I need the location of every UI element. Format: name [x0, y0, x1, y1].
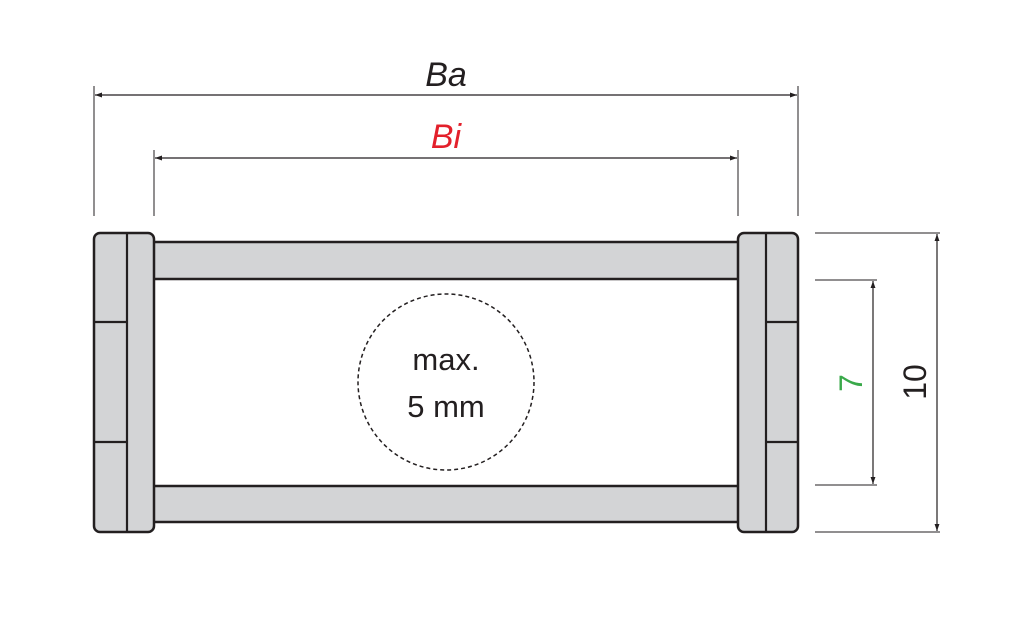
inner-width-label: Bi — [431, 118, 463, 156]
inner-height-dimension: 7 — [815, 279, 877, 486]
max-cable-diameter-indicator: max. 5 mm — [357, 293, 535, 471]
left-side-link — [92, 231, 156, 534]
bottom-crossbar — [148, 484, 744, 524]
outer-width-dimension: Ba — [93, 56, 799, 216]
right-side-link — [736, 231, 800, 534]
outer-width-label: Ba — [425, 56, 467, 94]
inner-height-label: 7 — [833, 374, 869, 392]
outer-height-dimension: 10 — [815, 232, 940, 533]
max-diameter-value: 5 mm — [407, 389, 485, 424]
outer-height-label: 10 — [897, 364, 933, 400]
top-crossbar — [148, 240, 744, 281]
inner-width-dimension: Bi — [153, 118, 739, 216]
max-label: max. — [412, 342, 479, 377]
